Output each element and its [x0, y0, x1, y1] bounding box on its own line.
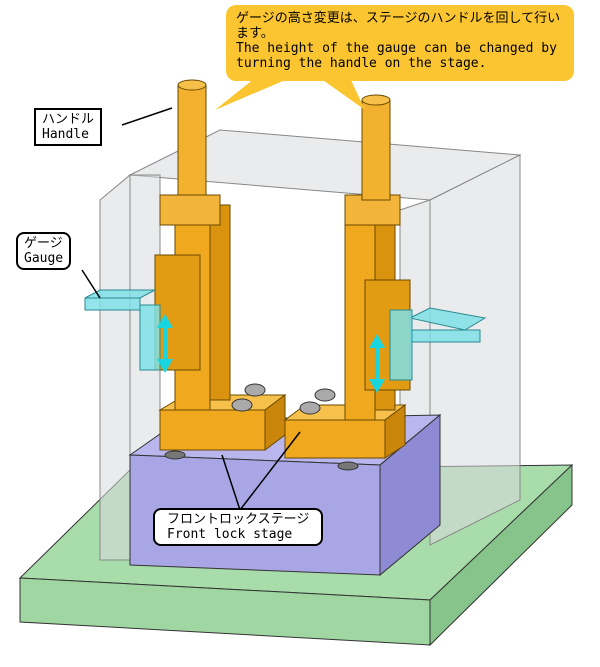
handle-label: ハンドル Handle: [34, 108, 103, 146]
handle-label-jp: ハンドル: [42, 112, 95, 127]
screws: [231, 383, 336, 415]
front-lock-stage-left: [154, 79, 287, 451]
stage-label-en: Front lock stage: [167, 527, 293, 542]
gauge-right: [389, 307, 487, 381]
bubble-tail: [320, 78, 365, 110]
explanation-bubble: ゲージの高さ変更は、ステージのハンドルを回して行います。 The height …: [226, 5, 574, 81]
bubble-text-en: The height of the gauge can be changed b…: [236, 41, 557, 71]
stage-label: フロントロックステージ Front lock stage: [153, 508, 324, 546]
leader-lines: [81, 107, 301, 511]
bubble-text-jp: ゲージの高さ変更は、ステージのハンドルを回して行います。: [236, 11, 561, 41]
gauge-label-jp: ゲージ: [24, 236, 63, 251]
transparent-frame: [99, 129, 522, 561]
gauge-label: ゲージ Gauge: [16, 232, 72, 270]
stage-label-jp: フロントロックステージ: [167, 512, 310, 527]
handle-label-en: Handle: [42, 127, 89, 142]
gauge-label-en: Gauge: [24, 251, 64, 266]
height-arrows: [157, 314, 385, 393]
gauge-left: [84, 289, 161, 371]
bubble-tail: [215, 78, 290, 110]
